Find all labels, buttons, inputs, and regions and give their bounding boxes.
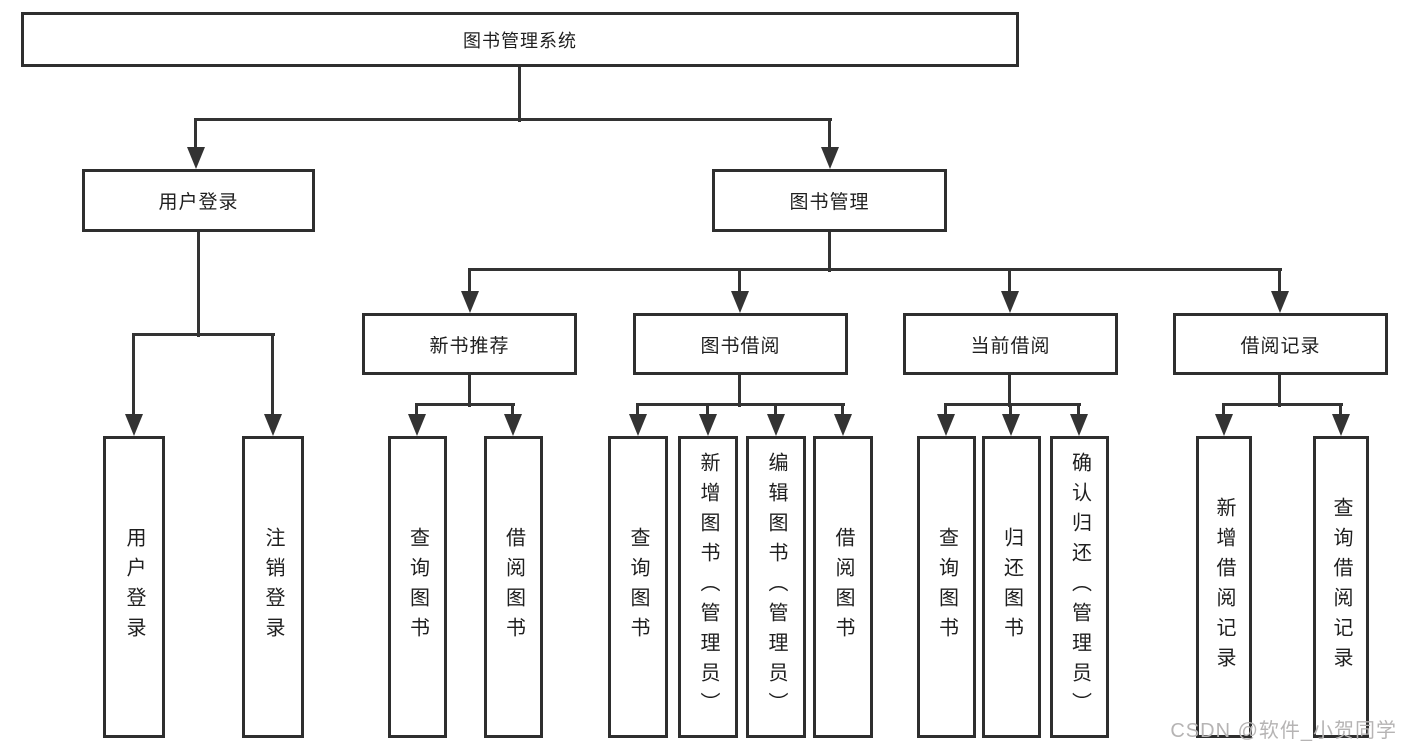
connector-hline (194, 118, 832, 121)
connector-stub (518, 67, 521, 122)
connector-arrowhead (1070, 414, 1088, 436)
connector-arrow-line (1077, 405, 1080, 418)
csdn-watermark: CSDN @软件_小贺同学 (1170, 720, 1397, 742)
connector-arrow-line (774, 405, 777, 418)
connector-hline (132, 333, 275, 336)
leaf-return-books: 归还图书 (982, 436, 1041, 738)
leaf-current-query-books-label: 查询图书 (935, 527, 958, 647)
leaf-edit-books-admin: 编辑图书（管理员） (746, 436, 806, 738)
connector-arrowhead (504, 414, 522, 436)
node-new-book-recommend-label: 新书推荐 (429, 335, 510, 357)
connector-arrow-line (1009, 405, 1012, 418)
connector-stub (738, 375, 741, 407)
node-new-book-recommend: 新书推荐 (362, 313, 577, 375)
connector-stub (1008, 375, 1011, 407)
node-borrow-records: 借阅记录 (1173, 313, 1388, 375)
leaf-confirm-return-admin: 确认归还（管理员） (1050, 436, 1109, 738)
leaf-logout: 注销登录 (242, 436, 304, 738)
connector-arrowhead (699, 414, 717, 436)
connector-arrowhead (1001, 291, 1019, 313)
leaf-return-books-label: 归还图书 (1000, 527, 1023, 647)
connector-arrow-line (132, 335, 135, 418)
leaf-edit-books-admin-label: 编辑图书（管理员） (765, 452, 787, 722)
node-book-management-label: 图书管理 (789, 192, 870, 213)
connector-arrow-line (1278, 270, 1281, 295)
leaf-recommend-borrow-books: 借阅图书 (484, 436, 543, 738)
leaf-current-query-books: 查询图书 (917, 436, 976, 738)
connector-arrowhead (821, 147, 839, 169)
connector-arrowhead (937, 414, 955, 436)
connector-arrowhead (731, 291, 749, 313)
connector-arrowhead (461, 291, 479, 313)
node-current-borrow-label: 当前借阅 (970, 335, 1051, 357)
leaf-add-books-admin: 新增图书（管理员） (678, 436, 738, 738)
connector-hline (944, 403, 1081, 406)
connector-arrow-line (1008, 270, 1011, 295)
connector-stub (197, 232, 200, 337)
connector-stub (468, 375, 471, 407)
node-borrow-records-label: 借阅记录 (1240, 335, 1321, 357)
leaf-add-borrow-record: 新增借阅记录 (1196, 436, 1252, 738)
connector-arrowhead (1002, 414, 1020, 436)
connector-arrowhead (1215, 414, 1233, 436)
leaf-confirm-return-admin-label: 确认归还（管理员） (1068, 452, 1091, 722)
connector-arrow-line (271, 335, 274, 418)
leaf-borrow-books: 借阅图书 (813, 436, 873, 738)
node-book-borrow-label: 图书借阅 (700, 335, 781, 357)
node-book-borrow: 图书借阅 (633, 313, 848, 375)
connector-arrowhead (408, 414, 426, 436)
leaf-borrow-books-label: 借阅图书 (832, 527, 854, 647)
node-library-system-label: 图书管理系统 (463, 30, 577, 51)
connector-arrowhead (125, 414, 143, 436)
leaf-borrow-query-books: 查询图书 (608, 436, 668, 738)
connector-hline (1222, 403, 1343, 406)
connector-hline (415, 403, 515, 406)
connector-arrowhead (187, 147, 205, 169)
connector-stub (828, 232, 831, 272)
connector-hline (468, 268, 1282, 271)
connector-arrow-line (841, 405, 844, 418)
connector-arrow-line (828, 120, 831, 151)
connector-arrow-line (944, 405, 947, 418)
connector-arrow-line (706, 405, 709, 418)
node-user-login-label: 用户登录 (158, 192, 239, 213)
connector-arrow-line (1339, 405, 1342, 418)
connector-arrow-line (468, 270, 471, 295)
connector-arrow-line (194, 120, 197, 151)
connector-stub (1278, 375, 1281, 407)
leaf-recommend-borrow-books-label: 借阅图书 (502, 527, 525, 647)
connector-arrowhead (629, 414, 647, 436)
leaf-user-login-label: 用户登录 (123, 527, 145, 647)
leaf-borrow-query-books-label: 查询图书 (627, 527, 649, 647)
leaf-recommend-query-books: 查询图书 (388, 436, 447, 738)
connector-arrowhead (264, 414, 282, 436)
connector-arrow-line (636, 405, 639, 418)
leaf-add-borrow-record-label: 新增借阅记录 (1213, 497, 1235, 677)
connector-arrowhead (767, 414, 785, 436)
leaf-query-borrow-record-label: 查询借阅记录 (1330, 497, 1352, 677)
node-book-management: 图书管理 (712, 169, 947, 232)
leaf-query-borrow-record: 查询借阅记录 (1313, 436, 1369, 738)
connector-arrow-line (415, 405, 418, 418)
node-library-system: 图书管理系统 (21, 12, 1019, 67)
connector-arrowhead (834, 414, 852, 436)
connector-hline (636, 403, 845, 406)
connector-arrowhead (1332, 414, 1350, 436)
leaf-recommend-query-books-label: 查询图书 (406, 527, 429, 647)
connector-arrow-line (1222, 405, 1225, 418)
leaf-add-books-admin-label: 新增图书（管理员） (697, 452, 719, 722)
connector-arrow-line (738, 270, 741, 295)
leaf-user-login: 用户登录 (103, 436, 165, 738)
leaf-logout-label: 注销登录 (262, 527, 284, 647)
connector-arrow-line (511, 405, 514, 418)
connector-arrowhead (1271, 291, 1289, 313)
node-current-borrow: 当前借阅 (903, 313, 1118, 375)
node-user-login: 用户登录 (82, 169, 315, 232)
